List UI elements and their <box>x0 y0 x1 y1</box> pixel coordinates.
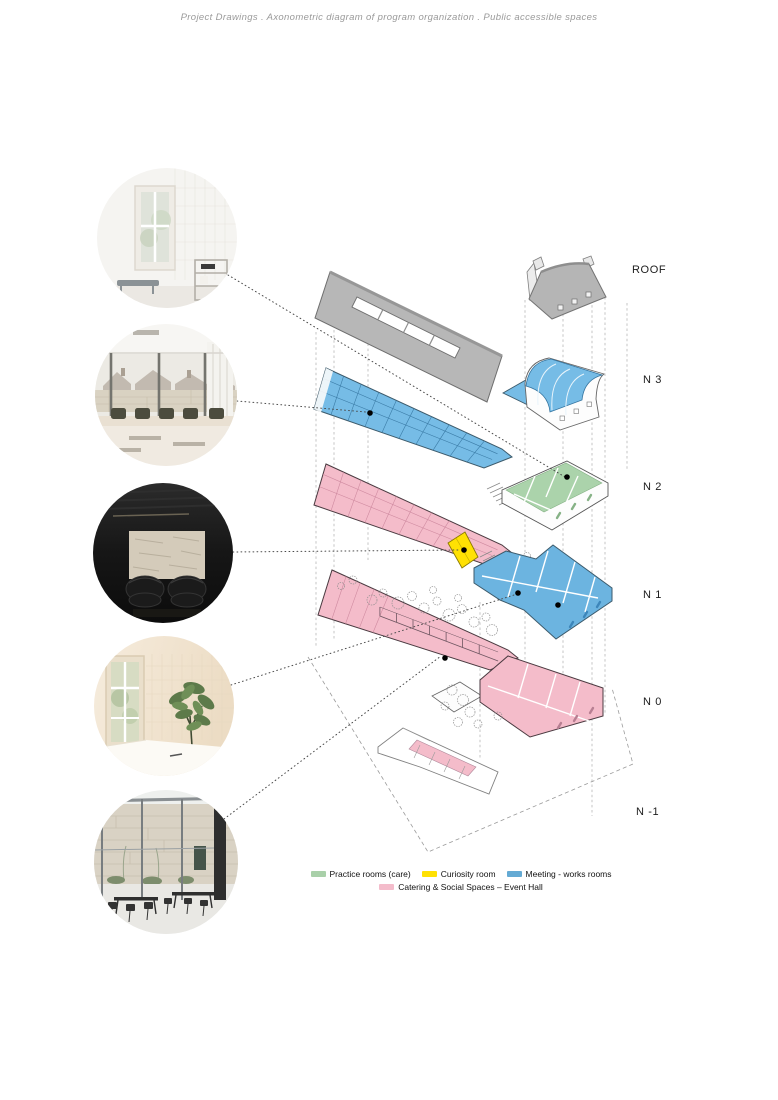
photo-care-room-plant <box>94 636 234 776</box>
leader-care-room <box>230 594 515 686</box>
legend-label-meeting: Meeting - works rooms <box>525 869 612 879</box>
courtyard-trees <box>440 684 503 729</box>
legend-swatch-meeting <box>506 871 522 877</box>
floor-label-n3: N 3 <box>643 374 662 386</box>
legend: Practice rooms (care) Curiosity room Mee… <box>310 869 612 895</box>
legend-label-practice: Practice rooms (care) <box>329 869 411 879</box>
leader-event-hall <box>223 655 442 820</box>
floor-label-n0: N 0 <box>643 696 662 708</box>
n1-meeting-house-blue <box>473 544 613 640</box>
n-1-plan <box>377 727 499 795</box>
photo-meeting-room <box>95 324 237 466</box>
n2-floor-plate <box>313 463 513 570</box>
n0-catering-house-pink <box>431 655 604 738</box>
n3-vaulted-house <box>502 357 606 431</box>
legend-item-curiosity: Curiosity room <box>421 869 496 879</box>
roof-gable-house <box>526 255 607 320</box>
photo-curiosity-dark-room <box>93 483 233 623</box>
floor-label-n2: N 2 <box>643 481 662 493</box>
floor-label-n-1: N -1 <box>636 806 660 818</box>
leader-curiosity-room <box>232 549 461 553</box>
n3-floor-plate <box>313 367 513 506</box>
n1-terrace-plate <box>317 569 519 671</box>
photo-event-hall <box>94 790 238 934</box>
roof-plate <box>314 270 503 403</box>
legend-item-practice: Practice rooms (care) <box>310 869 411 879</box>
legend-item-catering: Catering & Social Spaces – Event Hall <box>379 882 543 892</box>
terrace-trees <box>337 552 541 636</box>
n2-practice-house-green <box>501 460 609 531</box>
leader-practice-room <box>227 274 566 478</box>
legend-row-1: Practice rooms (care) Curiosity room Mee… <box>310 869 612 879</box>
leader-meeting-room <box>236 400 367 413</box>
legend-label-curiosity: Curiosity room <box>440 869 496 879</box>
legend-swatch-curiosity <box>421 871 437 877</box>
legend-item-meeting: Meeting - works rooms <box>506 869 612 879</box>
legend-swatch-catering <box>379 884 395 890</box>
legend-swatch-practice <box>310 871 326 877</box>
photo-practice-care-room <box>97 168 237 308</box>
leader-lines <box>223 274 566 820</box>
floor-label-roof: ROOF <box>632 264 667 276</box>
ground-outline-dashed <box>307 656 634 853</box>
legend-row-2: Catering & Social Spaces – Event Hall <box>322 882 600 892</box>
level-dots <box>367 410 570 661</box>
sheet-title: Project Drawings . Axonometric diagram o… <box>180 12 598 23</box>
legend-label-catering: Catering & Social Spaces – Event Hall <box>398 882 543 892</box>
floor-label-n1: N 1 <box>643 589 662 601</box>
